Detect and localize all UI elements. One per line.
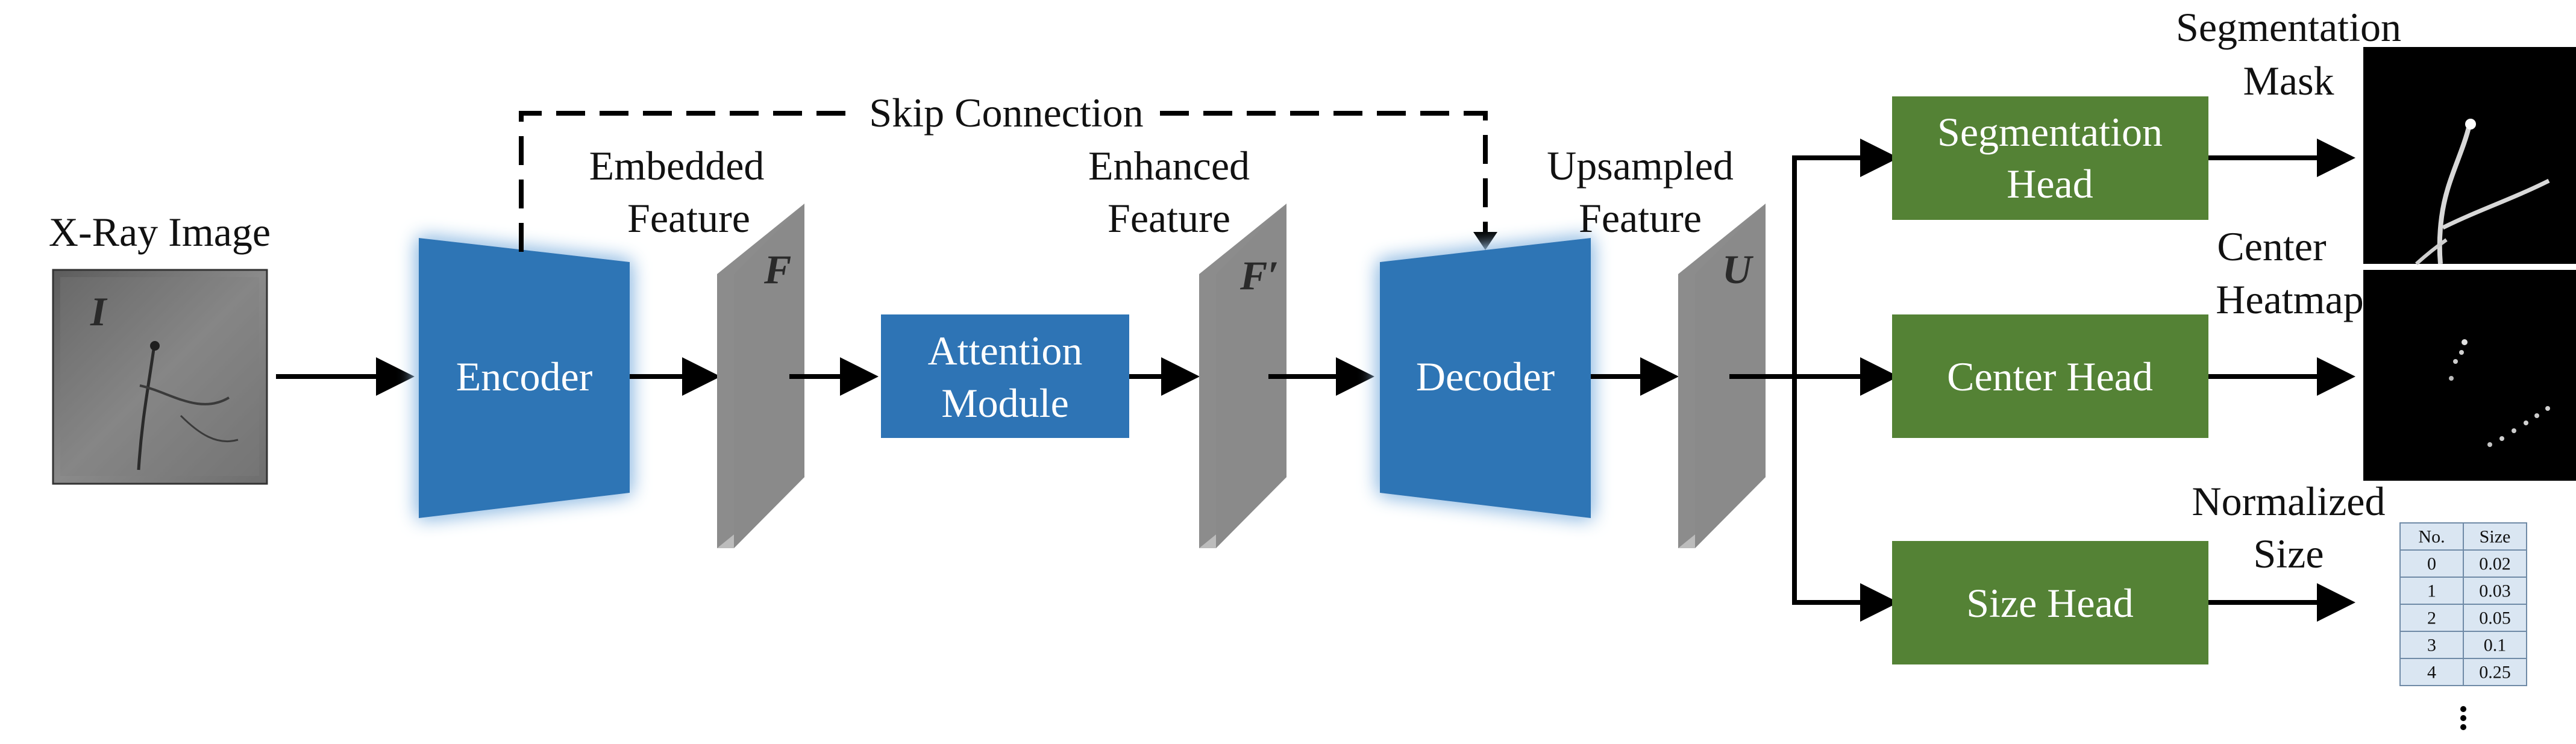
table-header-cell: Size xyxy=(2480,527,2511,547)
center-head-label: Center Head xyxy=(1947,354,2153,399)
attention-module-block xyxy=(881,314,1129,438)
center-heatmap-image xyxy=(2363,270,2576,481)
normalized-size-label-1: Normalized xyxy=(2192,478,2386,524)
segmentation-mask-image xyxy=(2363,47,2576,266)
table-cell-bg xyxy=(2463,631,2527,659)
embedded-feature-label-1: Embedded xyxy=(589,143,765,189)
encoder-block xyxy=(419,238,630,518)
table-cell: 0.02 xyxy=(2479,554,2511,574)
embedded-feature-map xyxy=(717,204,804,548)
center-head-block xyxy=(1892,314,2208,438)
table-cell: 0.05 xyxy=(2479,608,2511,628)
skip-connection-arrowhead xyxy=(1473,232,1497,250)
upsampled-feature-map xyxy=(1678,204,1766,548)
normalized-size-table: No. Size 0 0.02 1 0.03 2 0.05 3 0.1 4 0.25 xyxy=(2399,522,2527,686)
center-heatmap-label-1: Center xyxy=(2217,224,2327,269)
table-header-cell: No. xyxy=(2418,527,2445,547)
skip-connection-line xyxy=(519,111,1488,252)
skip-connection-label: Skip Connection xyxy=(869,90,1143,136)
upsampled-feature-label-2: Feature xyxy=(1579,195,1702,241)
table-cell: 3 xyxy=(2427,636,2436,655)
segmentation-head-label-2: Head xyxy=(2007,161,2093,207)
table-cell: 0.1 xyxy=(2484,636,2507,655)
table-cell: 0.03 xyxy=(2479,581,2511,601)
table-cell-bg xyxy=(2399,631,2464,659)
center-heatmap-label-2: Heatmap xyxy=(2216,277,2363,322)
size-head-block xyxy=(1892,541,2208,664)
enhanced-feature-label-1: Enhanced xyxy=(1088,143,1250,189)
embedded-feature-label-2: Feature xyxy=(627,195,750,241)
image-symbol: I xyxy=(90,289,108,334)
table-cell: 0 xyxy=(2427,554,2436,574)
table-cell-bg xyxy=(2463,549,2527,578)
enhanced-feature-label-2: Feature xyxy=(1108,195,1230,241)
upsampled-feature-label-1: Upsampled xyxy=(1547,143,1734,189)
table-cell-bg xyxy=(2463,604,2527,632)
table-cell: 4 xyxy=(2427,663,2436,683)
embedded-feature-symbol: F xyxy=(763,246,791,292)
table-cell: 2 xyxy=(2427,608,2436,628)
table-cell: 0.25 xyxy=(2479,663,2511,683)
upsampled-feature-symbol: U xyxy=(1722,246,1754,292)
table-cell-bg xyxy=(2463,658,2527,686)
enhanced-feature-symbol: F′ xyxy=(1239,252,1279,298)
encoder-label: Encoder xyxy=(456,354,593,399)
table-cell-bg xyxy=(2463,522,2527,551)
table-continuation-dots xyxy=(2460,706,2466,730)
table-cell-bg xyxy=(2399,577,2464,605)
xray-image-thumbnail xyxy=(52,269,268,485)
table-cell: 1 xyxy=(2427,581,2436,601)
decoder-label: Decoder xyxy=(1416,354,1555,399)
xray-image-label: X-Ray Image xyxy=(49,209,271,255)
size-head-label: Size Head xyxy=(1966,580,2134,626)
enhanced-feature-map xyxy=(1199,204,1286,548)
segmentation-head-block xyxy=(1892,96,2208,220)
segmentation-head-label-1: Segmentation xyxy=(1937,109,2163,155)
segmentation-mask-label-2: Mask xyxy=(2243,58,2334,104)
table-cell-bg xyxy=(2463,577,2527,605)
segmentation-mask-label-1: Segmentation xyxy=(2176,4,2401,50)
decoder-block xyxy=(1380,238,1591,518)
attention-module-label-2: Module xyxy=(941,380,1069,426)
table-cell-bg xyxy=(2399,604,2464,632)
table-cell-bg xyxy=(2399,658,2464,686)
normalized-size-label-2: Size xyxy=(2253,531,2324,577)
attention-module-label-1: Attention xyxy=(928,328,1083,374)
